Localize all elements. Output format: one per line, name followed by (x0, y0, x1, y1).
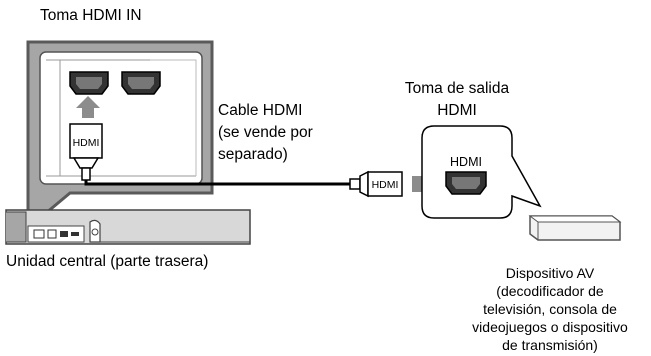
av-device-label-line-3: televisión, consola de (483, 301, 617, 317)
av-device-label-line-4: videojuegos o dispositivo (472, 319, 628, 335)
main-unit-label: Unidad central (parte trasera) (6, 253, 209, 270)
plug-left-label: HDMI (73, 137, 100, 149)
av-device (528, 215, 622, 241)
cable-label-line-3: separado) (218, 146, 288, 163)
cable-label-line-1: Cable HDMI (218, 102, 303, 119)
output-port-label: HDMI (450, 155, 482, 169)
plug-right-label: HDMI (372, 179, 399, 191)
output-jack-label: Toma de salida HDMI (392, 78, 522, 122)
insert-arrow-up (76, 96, 100, 118)
main-unit (5, 209, 251, 245)
av-device-label-line-1: Dispositivo AV (505, 265, 595, 281)
hdmi-cable (84, 180, 357, 186)
hdmi-in-zoom-panel (26, 40, 214, 220)
av-device-label-line-2: (decodificador de (496, 283, 604, 299)
output-jack-label-line-1: Toma de salida (404, 80, 510, 97)
output-jack-label-line-2: HDMI (437, 102, 477, 119)
av-device-label: Dispositivo AV (decodificador de televis… (452, 264, 648, 354)
av-device-label-line-5: de transmisión) (502, 337, 598, 353)
hdmi-in-jack-label: Toma HDMI IN (40, 7, 142, 24)
hdmi-in-port-2 (121, 71, 161, 95)
cable-label-line-2: (se vende por (218, 124, 313, 141)
hdmi-output-callout (421, 125, 542, 219)
hdmi-plug-left (69, 123, 103, 181)
hdmi-cable-label: Cable HDMI (se vende por separado) (218, 100, 313, 166)
hdmi-plug-right (349, 170, 403, 198)
hdmi-in-port-1 (69, 71, 109, 95)
